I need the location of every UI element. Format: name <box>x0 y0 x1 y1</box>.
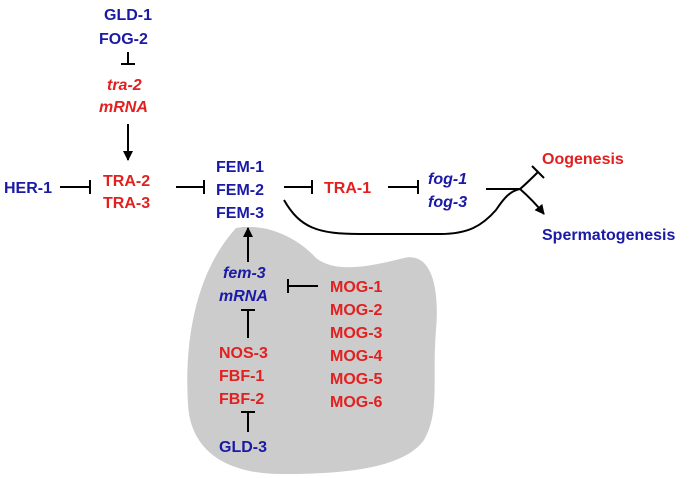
fem3-mrna-label-line1: fem-3 <box>223 265 266 282</box>
tra1-label: TRA-1 <box>324 180 371 197</box>
inhibition-bar <box>531 165 545 179</box>
fog1-label: fog-1 <box>428 171 467 188</box>
mog1-label: MOG-1 <box>330 279 383 296</box>
fem1-label: FEM-1 <box>216 159 264 176</box>
fem2-label: FEM-2 <box>216 182 264 199</box>
fem-to-spermatogenesis-curve <box>283 188 521 235</box>
tra3-label: TRA-3 <box>103 195 150 212</box>
fog2-label: FOG-2 <box>99 31 148 48</box>
tra2-label: TRA-2 <box>103 173 150 190</box>
mog2-label: MOG-2 <box>330 302 383 319</box>
fog-activates-spermatogenesis-edge <box>519 188 545 215</box>
gld3-label: GLD-3 <box>219 439 267 456</box>
spermatogenesis-label: Spermatogenesis <box>542 227 675 244</box>
mog6-label: MOG-6 <box>330 394 383 411</box>
mog4-label: MOG-4 <box>330 348 383 365</box>
fog3-label: fog-3 <box>428 194 467 211</box>
fem3-label: FEM-3 <box>216 205 264 222</box>
mog5-label: MOG-5 <box>330 371 383 388</box>
her1-label: HER-1 <box>4 180 52 197</box>
tra2-mrna-label-line2: mRNA <box>99 99 148 116</box>
fog-inhibits-oogenesis-edge <box>519 171 539 190</box>
fbf2-label: FBF-2 <box>219 391 264 408</box>
fbf1-label: FBF-1 <box>219 368 264 385</box>
gld1-label: GLD-1 <box>104 7 152 24</box>
mog3-label: MOG-3 <box>330 325 383 342</box>
oogenesis-label: Oogenesis <box>542 151 624 168</box>
nos3-label: NOS-3 <box>219 345 268 362</box>
fem3-mrna-label-line2: mRNA <box>219 288 268 305</box>
tra2-mrna-label-line1: tra-2 <box>107 77 142 94</box>
